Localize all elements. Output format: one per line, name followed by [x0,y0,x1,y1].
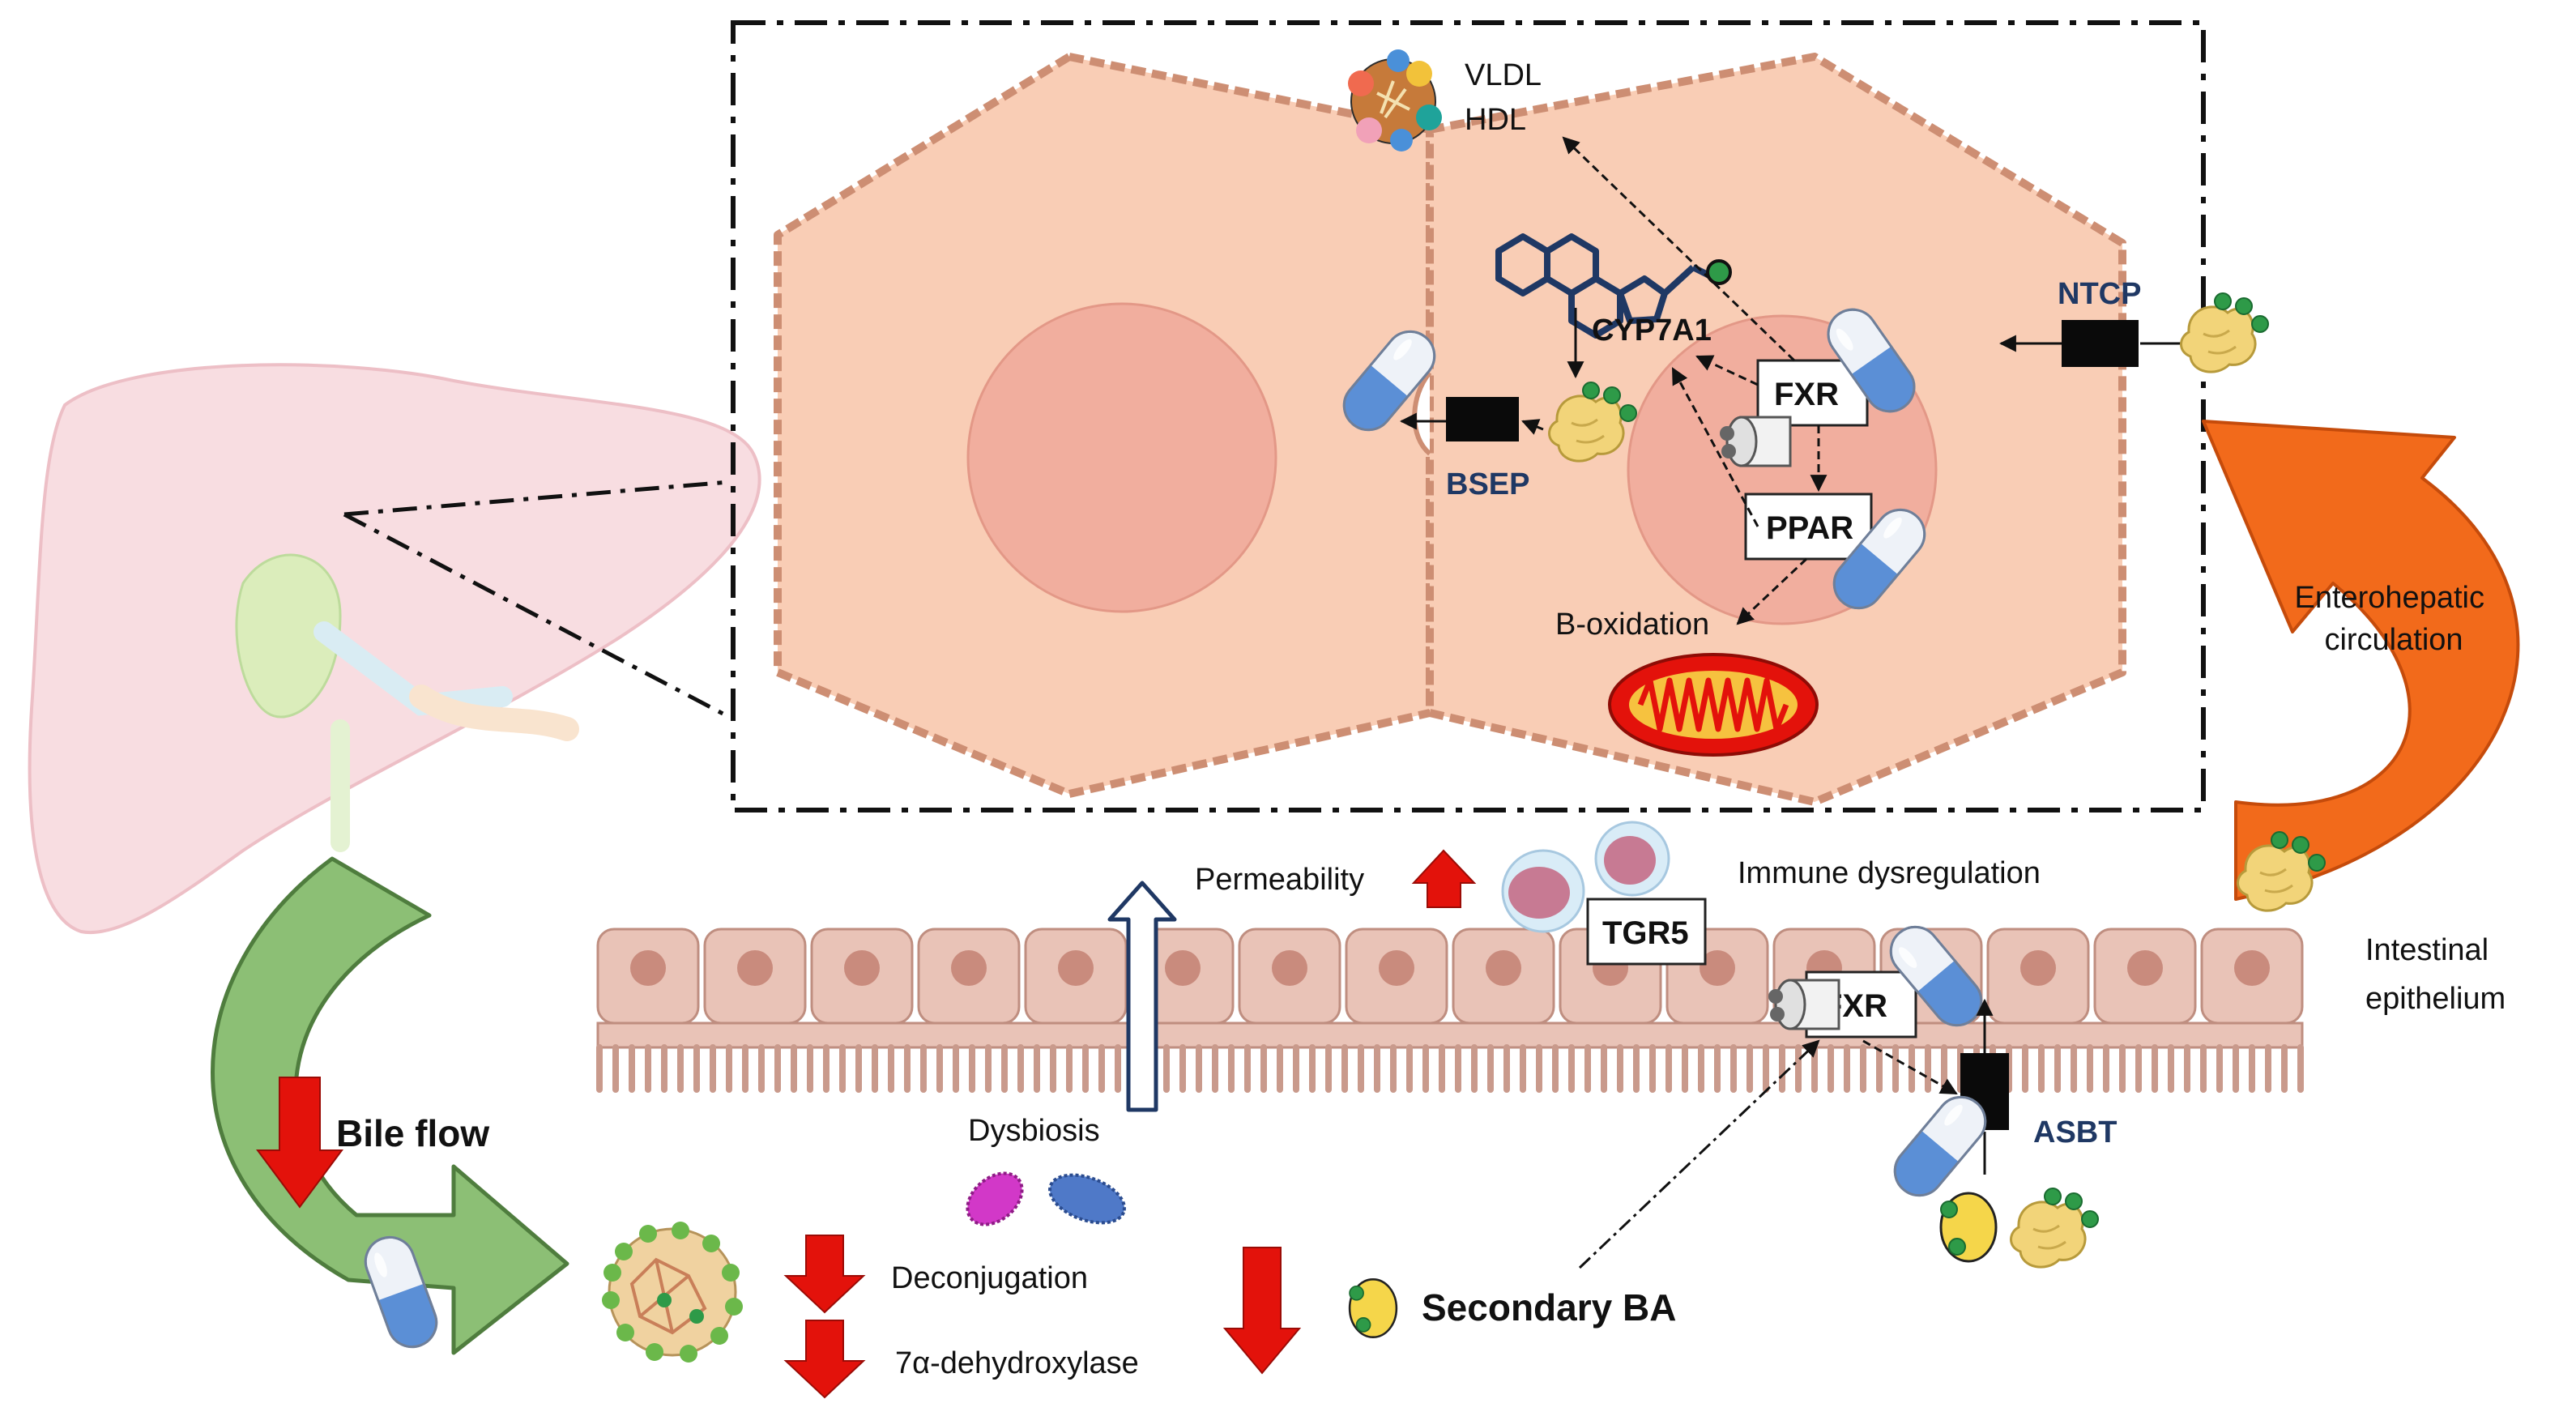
bacteria-icon [966,1171,1126,1226]
dysbiosis-label: Dysbiosis [968,1114,1100,1148]
vldl-label: VLDL [1465,58,1542,92]
secondary-bile-acid-icon [1939,1192,1998,1263]
magnification-frame [731,20,2206,812]
tgr5-label: TGR5 [1602,915,1689,951]
enterohepatic-label: Enterohepatic circulation [2294,581,2493,657]
bile-flow-label: Bile flow [336,1112,489,1154]
liver-icon [28,363,761,935]
immune-cell-icon [1501,821,1670,933]
intestinal-epithelium-label: Intestinal epithelium [2365,933,2506,1016]
drug-capsule-icon [1883,1085,1997,1207]
receptor-icon [1718,416,1792,467]
enterohepatic-line-2: circulation [2324,623,2463,657]
zoom-lines [343,480,731,719]
asbt-label: ASBT [2033,1115,2117,1149]
ntcp-transporter [2062,320,2139,367]
ntcp-label: NTCP [2058,277,2141,311]
lipoprotein-icon [1348,49,1442,151]
secondary-ba-label: Secondary BA [1422,1286,1676,1329]
permeability-label: Permeability [1195,863,1364,897]
permeability-up-arrow [1411,849,1477,908]
b-oxidation-label: B-oxidation [1555,608,1709,642]
bsep-transporter [1446,397,1519,441]
permeability-hollow-arrow [1107,881,1177,1112]
nucleus-left [966,302,1277,613]
immune-dysregulation-label: Immune dysregulation [1738,856,2041,890]
intestinal-epithelium [596,928,2304,1093]
enterohepatic-arrow [2202,420,2520,901]
bile-flow-arrow [211,856,569,1355]
ppar-box [1744,493,1873,561]
micelle-icon [602,1222,743,1363]
cyp7a1-label: CYP7A1 [1592,313,1712,348]
secondary-bile-acid-icon [1348,1278,1398,1338]
bsep-label: BSEP [1446,467,1529,501]
bile-acid-icon [2010,1187,2100,1269]
intestinal-line-2: epithelium [2365,982,2506,1016]
bile-acid-icon [2180,292,2270,373]
deconjugation-label: Deconjugation [891,1261,1088,1295]
ppar-label: PPAR [1766,510,1853,546]
deconjugation-down-arrow [783,1235,866,1314]
receptor-icon [1767,979,1840,1030]
fxr-hepatocyte-label: FXR [1774,377,1839,412]
hepatocyte-left [774,53,1434,798]
bile-flow-down-arrow [256,1077,343,1209]
secondary-ba-down-arrow [1222,1247,1302,1375]
mitochondrion-icon [1608,653,1819,757]
steroid-molecule-icon [1495,233,1732,339]
arrow-to-bsep [1521,419,1544,435]
enterohepatic-line-1: Enterohepatic [2294,581,2484,615]
dehydroxylase-down-arrow [783,1320,866,1399]
dehydroxylase-label: 7α-dehydroxylase [895,1346,1139,1380]
hdl-label: HDL [1465,103,1526,137]
tgr5-box [1586,898,1707,966]
regulatory-arrows [1562,136,1828,625]
arrow-fxr-to-asbt [1862,1039,1958,1095]
intestinal-line-1: Intestinal [2365,933,2489,967]
